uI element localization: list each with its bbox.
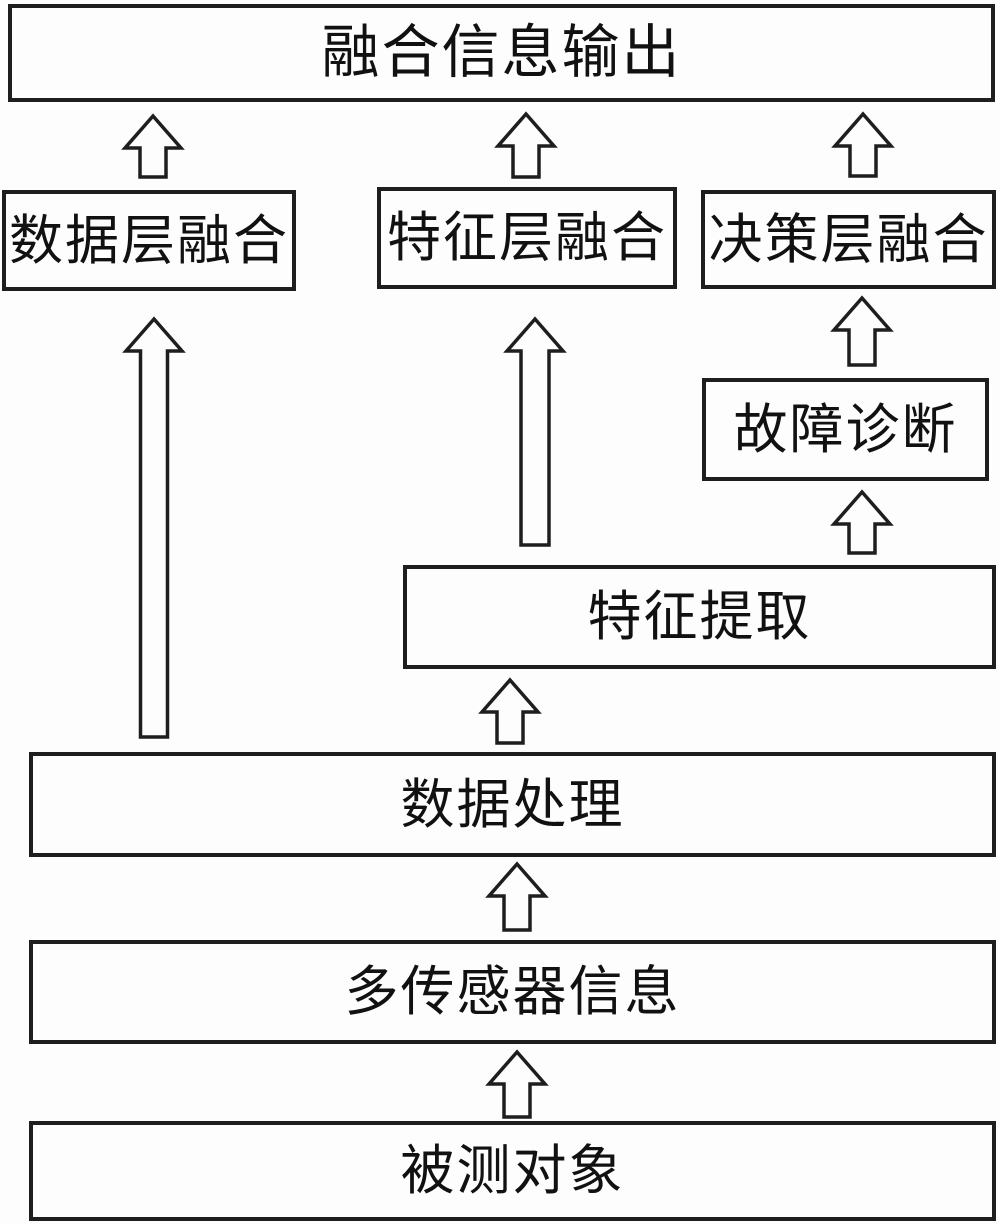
- node-decision-layer-fusion-label: 决策层融合: [708, 209, 989, 270]
- node-feature-layer-fusion: 特征层融合: [377, 187, 677, 289]
- node-fusion-output: 融合信息输出: [8, 4, 995, 102]
- arrow-measured-object-to-multisensor: [485, 1049, 549, 1119]
- arrow-feature-fusion-to-output-shape: [494, 111, 558, 179]
- arrow-data-processing-to-feature-extraction-shape: [478, 677, 542, 745]
- arrow-feature-extraction-to-fault-diagnosis: [830, 489, 894, 555]
- arrow-multisensor-to-data-processing: [485, 861, 549, 932]
- arrow-feature-extraction-to-feature-fusion: [503, 316, 567, 547]
- arrow-data-fusion-to-output: [121, 113, 185, 179]
- node-feature-extraction-label: 特征提取: [587, 587, 812, 647]
- node-multisensor-info-label: 多传感器信息: [344, 962, 681, 1022]
- node-fault-diagnosis: 故障诊断: [702, 378, 989, 481]
- node-feature-layer-fusion-label: 特征层融合: [387, 208, 667, 268]
- node-decision-layer-fusion: 决策层融合: [701, 190, 996, 289]
- node-data-processing: 数据处理: [29, 752, 996, 857]
- node-data-processing-label: 数据处理: [400, 774, 625, 835]
- arrow-fault-diagnosis-to-decision-fusion-shape: [830, 295, 894, 367]
- arrow-data-processing-to-feature-extraction: [478, 677, 542, 745]
- node-fusion-output-label: 融合信息输出: [321, 20, 682, 85]
- arrow-data-processing-to-data-fusion: [122, 316, 186, 739]
- arrow-feature-extraction-to-fault-diagnosis-shape: [830, 489, 894, 555]
- arrow-multisensor-to-data-processing-shape: [485, 861, 549, 932]
- arrow-feature-extraction-to-feature-fusion-shape: [503, 316, 567, 547]
- arrow-decision-fusion-to-output-shape: [831, 111, 895, 178]
- arrow-feature-fusion-to-output: [494, 111, 558, 179]
- arrow-decision-fusion-to-output: [831, 111, 895, 178]
- node-fault-diagnosis-label: 故障诊断: [733, 399, 958, 460]
- arrow-data-fusion-to-output-shape: [121, 113, 185, 179]
- node-measured-object: 被测对象: [29, 1121, 996, 1221]
- node-feature-extraction: 特征提取: [403, 565, 996, 669]
- node-data-layer-fusion: 数据层融合: [2, 190, 296, 291]
- node-measured-object-label: 被测对象: [400, 1141, 625, 1201]
- arrow-measured-object-to-multisensor-shape: [485, 1049, 549, 1119]
- node-multisensor-info: 多传感器信息: [29, 940, 996, 1044]
- arrow-data-processing-to-data-fusion-shape: [122, 316, 186, 739]
- node-data-layer-fusion-label: 数据层融合: [9, 210, 289, 271]
- arrow-fault-diagnosis-to-decision-fusion: [830, 295, 894, 367]
